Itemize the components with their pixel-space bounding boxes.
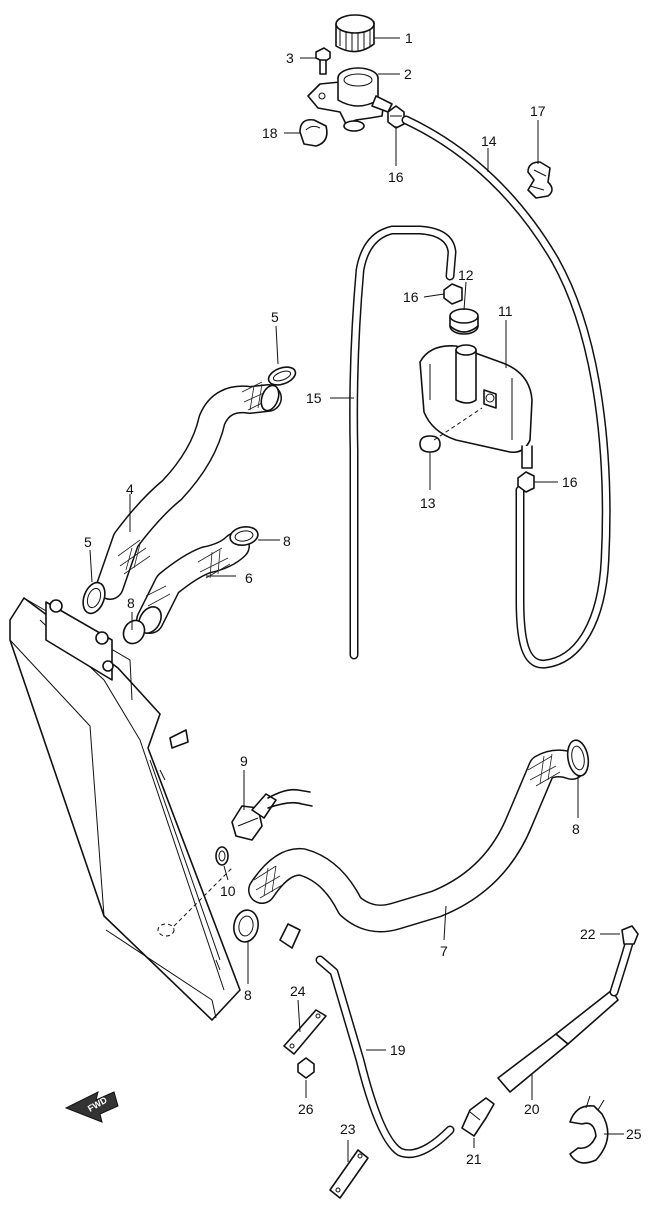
callout-13: 13 (420, 495, 436, 511)
short-radiator-hose (136, 532, 250, 634)
callout-25: 25 (626, 1126, 642, 1142)
callout-18: 18 (262, 125, 278, 141)
thermo-switch (231, 788, 313, 841)
callout-8-b: 8 (127, 595, 135, 611)
lower-radiator-hose (248, 749, 586, 949)
hose-bracket-23 (329, 1149, 369, 1199)
hose-clamp-8-b (122, 619, 146, 645)
callout-16-upper: 16 (388, 169, 404, 185)
callout-8-a: 8 (283, 533, 291, 549)
hose-bracket-24 (283, 1009, 327, 1055)
hose-clamp-25 (569, 1095, 609, 1164)
bracket-clamp (299, 118, 328, 147)
hose-clamp-5-upper (267, 366, 297, 386)
callout-2: 2 (404, 66, 412, 82)
callout-9: 9 (240, 753, 248, 769)
callout-22: 22 (580, 926, 596, 942)
reservoir-cap (449, 308, 479, 335)
callout-16-middle: 16 (403, 289, 419, 305)
callout-6: 6 (245, 570, 253, 586)
reservoir-tank (419, 344, 533, 469)
hose-clamp-8-d (233, 909, 259, 943)
callout-26: 26 (298, 1101, 314, 1117)
bolt (315, 47, 331, 75)
callout-24: 24 (290, 983, 306, 999)
radiator-cap (335, 14, 375, 53)
hose-clamp-8-a (229, 526, 259, 546)
leader-lines (89, 37, 624, 1162)
callout-8-d: 8 (244, 987, 252, 1003)
hose-clip-upper (387, 105, 405, 129)
callout-8-c: 8 (572, 821, 580, 837)
callout-16-lower: 16 (562, 474, 578, 490)
callout-4: 4 (126, 481, 134, 497)
callout-5-upper: 5 (271, 309, 279, 325)
callout-20: 20 (524, 1101, 540, 1117)
callout-12: 12 (458, 267, 474, 283)
tank-bolt (419, 407, 483, 453)
callout-1: 1 (405, 30, 413, 46)
breather-hose (349, 225, 457, 660)
drain-hose (315, 955, 455, 1159)
overflow-hose (401, 115, 611, 669)
hose-clip-middle (443, 283, 463, 305)
callouts: 1 2 3 4 5 5 6 7 8 8 8 8 9 10 11 12 13 14… (84, 30, 642, 1167)
drain-hose-20 (497, 935, 635, 1093)
radiator (9, 597, 241, 1021)
hose-clip-22 (621, 925, 639, 945)
hose-clip-lower (517, 471, 535, 493)
screw-26 (297, 1057, 315, 1079)
filler-neck (307, 67, 393, 132)
upper-radiator-hose (96, 381, 282, 600)
callout-17: 17 (530, 103, 546, 119)
callout-3: 3 (286, 50, 294, 66)
callout-10: 10 (220, 883, 236, 899)
callout-7: 7 (440, 943, 448, 959)
callout-19: 19 (390, 1042, 406, 1058)
callout-15: 15 (306, 390, 322, 406)
callout-14: 14 (481, 133, 497, 149)
forward-direction-arrow: FWD (64, 1091, 119, 1123)
callout-21: 21 (466, 1151, 482, 1167)
callout-11: 11 (498, 303, 513, 319)
hose-clamp-5-lower (82, 581, 106, 615)
callout-23: 23 (340, 1121, 356, 1137)
callout-5-lower: 5 (84, 534, 92, 550)
hose-clamp-right (527, 161, 553, 199)
hose-clamp-8-c (566, 739, 590, 777)
o-ring (215, 846, 229, 866)
hose-joint (461, 1097, 495, 1137)
